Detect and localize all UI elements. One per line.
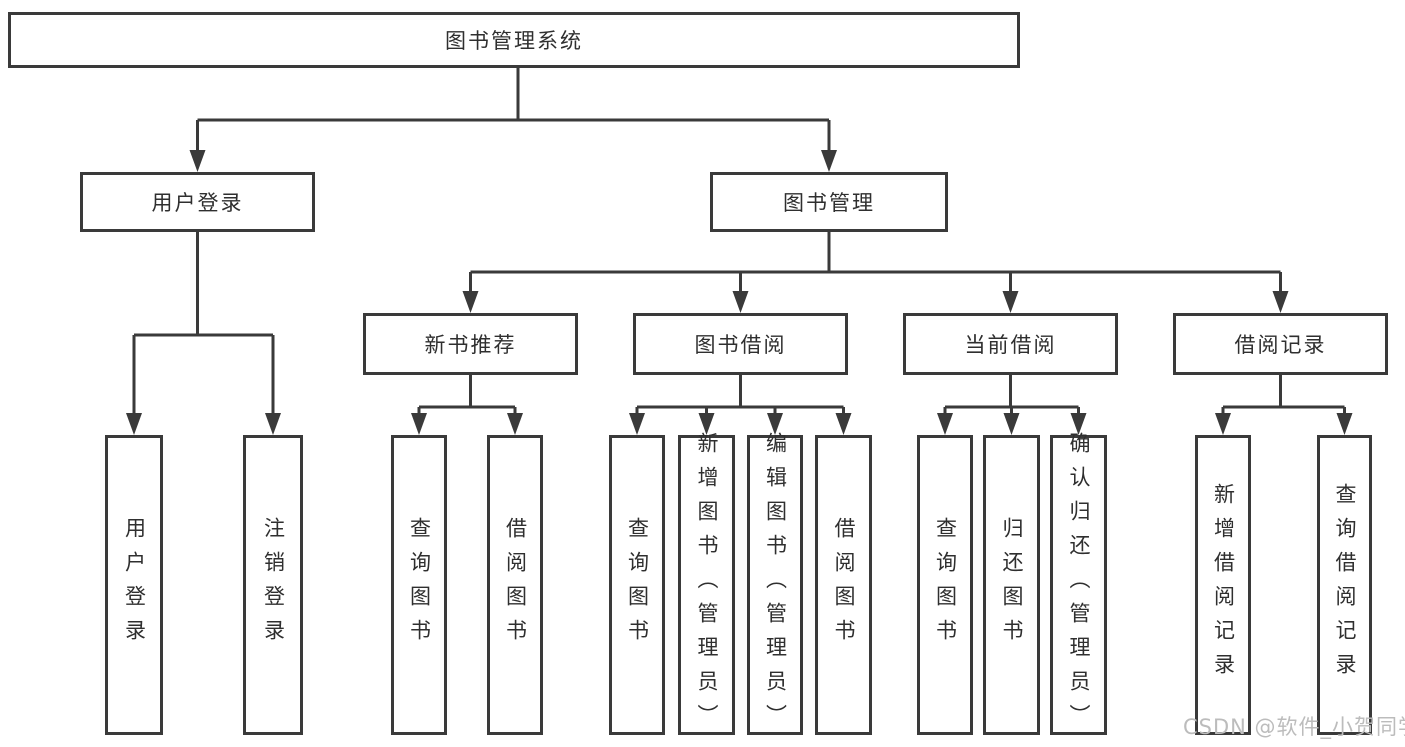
- node-label: 图书管理系统: [445, 29, 583, 53]
- leaf-label: 编辑图书（管理员）: [763, 432, 788, 738]
- node-current-borrowing: 当前借阅: [903, 313, 1118, 375]
- node-library-management-system: 图书管理系统: [8, 12, 1020, 68]
- node-book-management: 图书管理: [710, 172, 948, 232]
- leaf-label: 查询图书: [933, 517, 958, 653]
- node-label: 图书借阅: [694, 333, 787, 357]
- leaf-recommend-borrow-books: 借阅图书: [487, 435, 543, 735]
- leaf-confirm-return-admin: 确认归还（管理员）: [1050, 432, 1107, 738]
- leaf-query-borrow-record: 查询借阅记录: [1317, 435, 1372, 735]
- leaf-label: 查询图书: [625, 517, 650, 653]
- leaf-label: 查询借阅记录: [1333, 483, 1358, 687]
- leaf-label: 注销登录: [261, 517, 286, 653]
- leaf-label: 归还图书: [1000, 517, 1025, 653]
- leaf-add-books-admin: 新增图书（管理员）: [678, 432, 735, 738]
- leaf-label: 借阅图书: [503, 517, 528, 653]
- leaf-label: 借阅图书: [832, 517, 857, 653]
- leaf-borrowing-borrow-books: 借阅图书: [815, 435, 872, 735]
- leaf-borrowing-query-books: 查询图书: [609, 435, 665, 735]
- leaf-recommend-query-books: 查询图书: [391, 435, 447, 735]
- node-label: 用户登录: [151, 191, 244, 215]
- node-borrowing-records: 借阅记录: [1173, 313, 1388, 375]
- node-new-book-recommendation: 新书推荐: [363, 313, 578, 375]
- leaf-label: 查询图书: [407, 517, 432, 653]
- leaf-label: 确认归还（管理员）: [1067, 432, 1092, 738]
- leaf-label: 新增借阅记录: [1211, 483, 1236, 687]
- leaf-edit-books-admin: 编辑图书（管理员）: [747, 432, 803, 738]
- node-user-login: 用户登录: [80, 172, 315, 232]
- node-book-borrowing: 图书借阅: [633, 313, 848, 375]
- leaf-logout: 注销登录: [243, 435, 303, 735]
- leaf-label: 新增图书（管理员）: [695, 432, 720, 738]
- leaf-add-borrow-record: 新增借阅记录: [1195, 435, 1251, 735]
- leaf-current-query-books: 查询图书: [917, 435, 973, 735]
- leaf-label: 用户登录: [122, 517, 147, 653]
- node-label: 新书推荐: [424, 333, 517, 357]
- leaf-user-login: 用户登录: [105, 435, 163, 735]
- csdn-watermark: CSDN @软件_小贺同学: [1183, 715, 1405, 739]
- node-label: 借阅记录: [1234, 333, 1327, 357]
- node-label: 当前借阅: [964, 333, 1057, 357]
- node-label: 图书管理: [783, 191, 875, 215]
- leaf-return-books: 归还图书: [983, 435, 1040, 735]
